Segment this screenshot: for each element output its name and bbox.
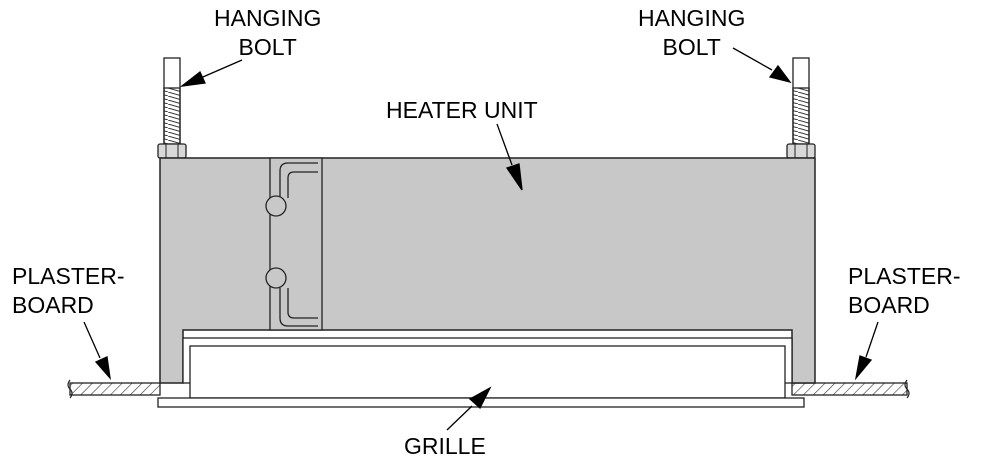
hanging-bolt-right (786, 57, 816, 159)
leader-arrows (83, 47, 879, 431)
plasterboard-right (791, 379, 910, 399)
label-hanging-bolt-left: HANGING BOLT (214, 5, 322, 60)
label-hanging-bolt-right: HANGING BOLT (638, 5, 746, 60)
label-grille: GRILLE (404, 433, 486, 459)
label-plasterboard-left: PLASTER- BOARD (12, 263, 125, 318)
hanging-bolt-left (157, 57, 187, 159)
plasterboard-left (67, 379, 161, 399)
label-heater-unit: HEATER UNIT (386, 97, 538, 123)
heater-unit (159, 157, 816, 384)
label-plasterboard-right: PLASTER- BOARD (848, 263, 961, 318)
